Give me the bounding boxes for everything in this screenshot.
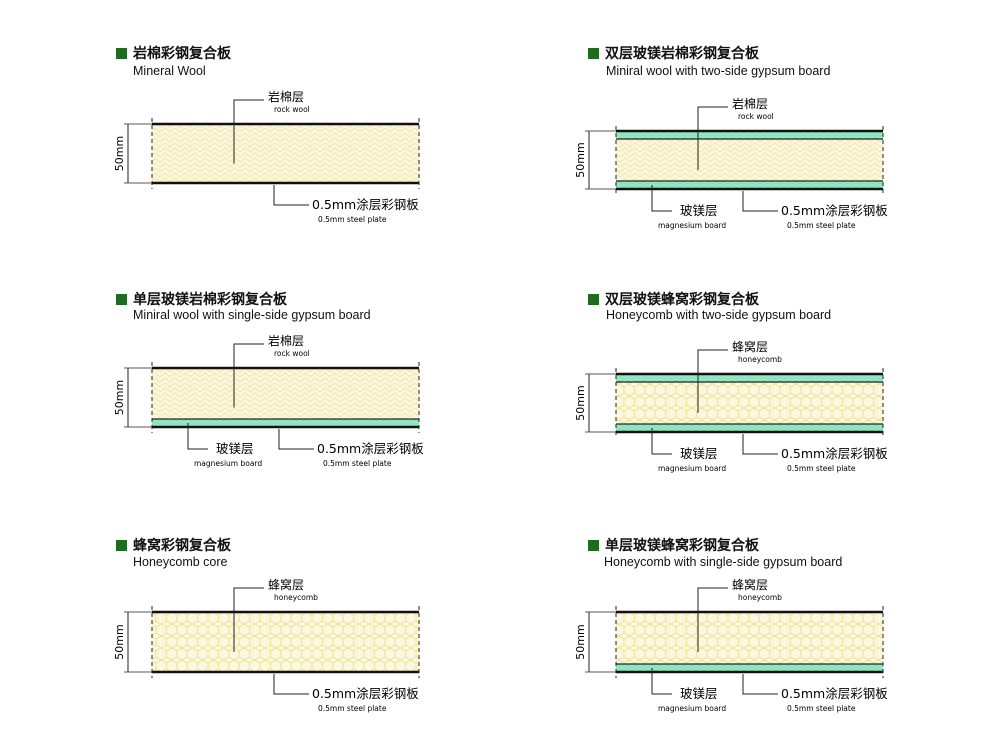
steel-leader-line — [742, 434, 778, 455]
dimension-label: 50mm — [574, 624, 587, 659]
title-en: Miniral wool with single-side gypsum boa… — [133, 308, 371, 322]
magnesium-board-bottom — [152, 419, 419, 427]
magnesium-board-bottom — [616, 181, 883, 189]
steel-label-en: 0.5mm steel plate — [787, 221, 856, 230]
bullet-square-icon — [116, 47, 127, 59]
magnesium-leader-line — [651, 668, 672, 695]
rock-wool-label-en: rock wool — [274, 105, 310, 114]
magnesium-label-cn: 玻镁层 — [680, 203, 718, 218]
steel-label-en: 0.5mm steel plate — [787, 704, 856, 713]
core-leader-line — [697, 106, 728, 170]
bullet-square-icon — [588, 293, 599, 305]
magnesium-label-cn: 玻镁层 — [680, 686, 718, 701]
panel-title-honeycomb-single-side: 单层玻镁蜂窝彩钢复合板 — [588, 535, 759, 555]
magnesium-label-cn: 玻镁层 — [216, 441, 254, 456]
magnesium-label-en: magnesium board — [658, 221, 726, 230]
core-leader-line — [697, 587, 728, 652]
panel-title-honeycomb-two-side: 双层玻镁蜂窝彩钢复合板 — [588, 289, 759, 309]
dimension-label: 50mm — [113, 136, 126, 171]
rock-wool-label-cn: 岩棉层 — [268, 89, 304, 104]
steel-leader-line — [273, 185, 309, 206]
honeycomb-label-en: honeycomb — [738, 593, 782, 602]
title-cn: 岩棉彩钢复合板 — [133, 46, 231, 62]
steel-label-en: 0.5mm steel plate — [323, 459, 392, 468]
magnesium-label-en: magnesium board — [658, 704, 726, 713]
steel-label-cn: 0.5mm涂层彩钢板 — [312, 686, 419, 701]
bullet-square-icon — [588, 539, 599, 551]
title-en: Honeycomb core — [133, 555, 228, 569]
honeycomb-label-en: honeycomb — [274, 593, 318, 602]
dimension-label: 50mm — [574, 142, 587, 177]
dimension-label: 50mm — [113, 380, 126, 415]
dimension-label: 50mm — [574, 385, 587, 420]
rock-wool-layer — [152, 124, 419, 183]
core-leader-line — [697, 349, 728, 413]
honeycomb-label-cn: 蜂窝层 — [732, 577, 768, 592]
magnesium-leader-line — [187, 423, 208, 450]
bullet-square-icon — [116, 539, 127, 551]
magnesium-leader-line — [651, 185, 672, 212]
title-en: Honeycomb with single-side gypsum board — [604, 555, 843, 569]
honeycomb-label-cn: 蜂窝层 — [732, 339, 768, 354]
steel-label-en: 0.5mm steel plate — [318, 215, 387, 224]
steel-label-cn: 0.5mm涂层彩钢板 — [781, 446, 888, 461]
title-cn: 双层玻镁岩棉彩钢复合板 — [605, 46, 759, 62]
honeycomb-layer — [152, 612, 419, 672]
panel-title-rock-wool: 岩棉彩钢复合板 — [116, 43, 231, 63]
steel-label-cn: 0.5mm涂层彩钢板 — [312, 197, 419, 212]
magnesium-leader-line — [651, 428, 672, 455]
core-leader-line — [233, 99, 264, 164]
title-en: Miniral wool with two-side gypsum board — [606, 64, 831, 78]
steel-label-cn: 0.5mm涂层彩钢板 — [317, 441, 424, 456]
title-cn: 蜂窝彩钢复合板 — [133, 538, 231, 554]
core-leader-line — [233, 587, 264, 652]
panel-title-honeycomb: 蜂窝彩钢复合板 — [116, 535, 231, 555]
title-cn: 双层玻镁蜂窝彩钢复合板 — [605, 292, 759, 308]
steel-leader-line — [278, 429, 314, 450]
rock-wool-label-en: rock wool — [738, 112, 774, 121]
magnesium-label-en: magnesium board — [194, 459, 262, 468]
honeycomb-layer — [616, 612, 883, 664]
steel-label-en: 0.5mm steel plate — [318, 704, 387, 713]
steel-label-en: 0.5mm steel plate — [787, 464, 856, 473]
rock-wool-layer — [152, 368, 419, 419]
steel-leader-line — [273, 674, 309, 695]
dimension-label: 50mm — [113, 624, 126, 659]
title-cn: 单层玻镁岩棉彩钢复合板 — [133, 292, 287, 308]
core-leader-line — [233, 343, 264, 408]
magnesium-label-en: magnesium board — [658, 464, 726, 473]
bullet-square-icon — [588, 47, 599, 59]
panel-title-rock-wool-two-side: 双层玻镁岩棉彩钢复合板 — [588, 43, 759, 63]
rock-wool-label-en: rock wool — [274, 349, 310, 358]
steel-leader-line — [742, 674, 778, 695]
honeycomb-layer — [616, 382, 883, 424]
honeycomb-label-cn: 蜂窝层 — [268, 577, 304, 592]
magnesium-board-bottom — [616, 424, 883, 432]
rock-wool-label-cn: 岩棉层 — [732, 96, 768, 111]
steel-label-cn: 0.5mm涂层彩钢板 — [781, 203, 888, 218]
steel-leader-line — [742, 191, 778, 212]
panel-title-rock-wool-single-side: 单层玻镁岩棉彩钢复合板 — [116, 289, 287, 309]
magnesium-label-cn: 玻镁层 — [680, 446, 718, 461]
title-en: Mineral Wool — [133, 64, 206, 78]
rock-wool-layer — [616, 139, 883, 181]
magnesium-board-top — [616, 131, 883, 139]
honeycomb-label-en: honeycomb — [738, 355, 782, 364]
magnesium-board-top — [616, 374, 883, 382]
title-en: Honeycomb with two-side gypsum board — [606, 308, 832, 322]
bullet-square-icon — [116, 293, 127, 305]
steel-label-cn: 0.5mm涂层彩钢板 — [781, 686, 888, 701]
magnesium-board-bottom — [616, 664, 883, 672]
title-cn: 单层玻镁蜂窝彩钢复合板 — [605, 538, 759, 554]
rock-wool-label-cn: 岩棉层 — [268, 333, 304, 348]
